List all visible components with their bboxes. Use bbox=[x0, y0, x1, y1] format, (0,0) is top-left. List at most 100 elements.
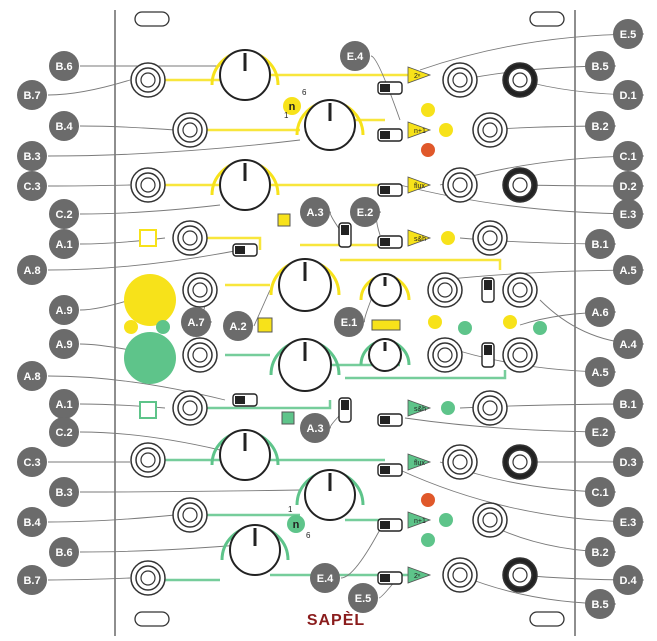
leader-b6b bbox=[80, 545, 240, 552]
led-6 bbox=[441, 231, 455, 245]
label-a8b: A.8 bbox=[23, 371, 40, 383]
label-e1: E.1 bbox=[341, 317, 358, 329]
label-b4b: B.4 bbox=[23, 517, 41, 529]
leader-a9a bbox=[80, 300, 130, 310]
output-jack-d3-hole bbox=[513, 455, 527, 469]
trace-1 bbox=[160, 75, 420, 80]
label-a9b: A.9 bbox=[55, 339, 72, 351]
label-a1a: A.1 bbox=[55, 239, 72, 251]
flag-text-nplus_bot: n+1 bbox=[414, 518, 426, 525]
mount-slot-top-right bbox=[530, 12, 564, 26]
led-14 bbox=[421, 533, 435, 547]
led-12 bbox=[421, 493, 435, 507]
brand-logo: SAPÈL bbox=[296, 612, 376, 630]
jack-4-hole bbox=[183, 231, 197, 245]
label-b5a: B.5 bbox=[591, 61, 608, 73]
mount-slot-top-left bbox=[135, 12, 169, 26]
switch-e2-bottom-lever bbox=[380, 416, 390, 424]
leader-b7b bbox=[48, 578, 130, 580]
range-one_top: 1 bbox=[284, 111, 289, 120]
led-7 bbox=[428, 315, 442, 329]
switch-a4-lever bbox=[484, 280, 492, 290]
label-b5b: B.5 bbox=[591, 599, 608, 611]
button-a2-yellow bbox=[258, 318, 272, 332]
label-d2: D.2 bbox=[619, 181, 636, 193]
led-2 bbox=[156, 320, 170, 334]
mount-slot-bottom-right bbox=[530, 612, 564, 626]
led-11 bbox=[441, 401, 455, 415]
leader-b3a bbox=[48, 140, 300, 156]
switch-e5-bottom-lever bbox=[380, 574, 390, 582]
label-e5a: E.5 bbox=[620, 29, 637, 41]
jack-17-hole bbox=[438, 348, 452, 362]
switch-a8-top-lever bbox=[235, 246, 245, 254]
label-c1b: C.1 bbox=[591, 487, 608, 499]
button-small-yellow bbox=[278, 214, 290, 226]
switch-e4-top-lever bbox=[380, 131, 390, 139]
button-small-green bbox=[282, 412, 294, 424]
jack-10-hole bbox=[141, 571, 155, 585]
led-5 bbox=[421, 143, 435, 157]
switch-a5-lever bbox=[484, 345, 492, 355]
label-b7b: B.7 bbox=[23, 575, 40, 587]
flag-text-flux_top: flux bbox=[414, 183, 425, 190]
jack-13-hole bbox=[453, 178, 467, 192]
leader-b4a bbox=[80, 126, 175, 130]
switch-e2-top-lever bbox=[380, 238, 390, 246]
flag-text-two_bot: 2ⁿ bbox=[414, 573, 421, 580]
jack-22-hole bbox=[453, 568, 467, 582]
button-a9-yellow bbox=[124, 274, 176, 326]
led-4 bbox=[439, 123, 453, 137]
label-a5b: A.5 bbox=[591, 367, 608, 379]
flag-text-two_top: 2ⁿ bbox=[414, 73, 421, 80]
trace-2 bbox=[200, 120, 385, 130]
trigger-in-green bbox=[140, 402, 156, 418]
label-c3b: C.3 bbox=[23, 457, 40, 469]
label-c2a: C.2 bbox=[55, 209, 72, 221]
mount-slot-bottom-left bbox=[135, 612, 169, 626]
label-a2: A.2 bbox=[229, 321, 246, 333]
output-jack-d2-hole bbox=[513, 178, 527, 192]
led-13 bbox=[439, 513, 453, 527]
led-3 bbox=[421, 103, 435, 117]
switch-e4-bottom-lever bbox=[380, 521, 390, 529]
flag-text-sr_bot: s&h bbox=[414, 406, 426, 413]
label-a9a: A.9 bbox=[55, 305, 72, 317]
button-a9-green bbox=[124, 332, 176, 384]
label-a5a: A.5 bbox=[619, 265, 636, 277]
label-b6b: B.6 bbox=[55, 547, 72, 559]
led-1 bbox=[124, 320, 138, 334]
leader-e2b bbox=[405, 418, 616, 432]
jack-19-hole bbox=[483, 401, 497, 415]
label-b2b: B.2 bbox=[591, 547, 608, 559]
label-b1a: B.1 bbox=[591, 239, 608, 251]
led-9 bbox=[503, 315, 517, 329]
label-d1: D.1 bbox=[619, 90, 636, 102]
label-d4: D.4 bbox=[619, 575, 637, 587]
jack-16-hole bbox=[513, 283, 527, 297]
jack-12-hole bbox=[483, 123, 497, 137]
flag-text-nplus_top: n+1 bbox=[414, 128, 426, 135]
range-badge-bottom-text: n bbox=[293, 519, 300, 531]
range-badge-top-text: n bbox=[289, 101, 296, 113]
label-b7a: B.7 bbox=[23, 90, 40, 102]
flag-text-sr_top: s&h bbox=[414, 236, 426, 243]
label-e3a: E.3 bbox=[620, 209, 637, 221]
output-jack-d1-hole bbox=[513, 73, 527, 87]
switch-a3-bottom-lever bbox=[341, 400, 349, 410]
switch-e3-bottom-lever bbox=[380, 466, 390, 474]
jack-11-hole bbox=[453, 73, 467, 87]
label-a7: A.7 bbox=[187, 317, 204, 329]
jack-9-hole bbox=[183, 508, 197, 522]
flag-text-flux_bot: flux bbox=[414, 460, 425, 467]
label-e2a: E.2 bbox=[357, 207, 374, 219]
jack-21-hole bbox=[483, 513, 497, 527]
label-a3b: A.3 bbox=[306, 423, 323, 435]
label-b3b: B.3 bbox=[55, 487, 72, 499]
jack-15-hole bbox=[438, 283, 452, 297]
switch-a3-top-lever bbox=[341, 225, 349, 235]
jack-7-hole bbox=[183, 401, 197, 415]
jack-3-hole bbox=[141, 178, 155, 192]
switch-a8-bottom-lever bbox=[235, 396, 245, 404]
label-b4a: B.4 bbox=[55, 121, 73, 133]
